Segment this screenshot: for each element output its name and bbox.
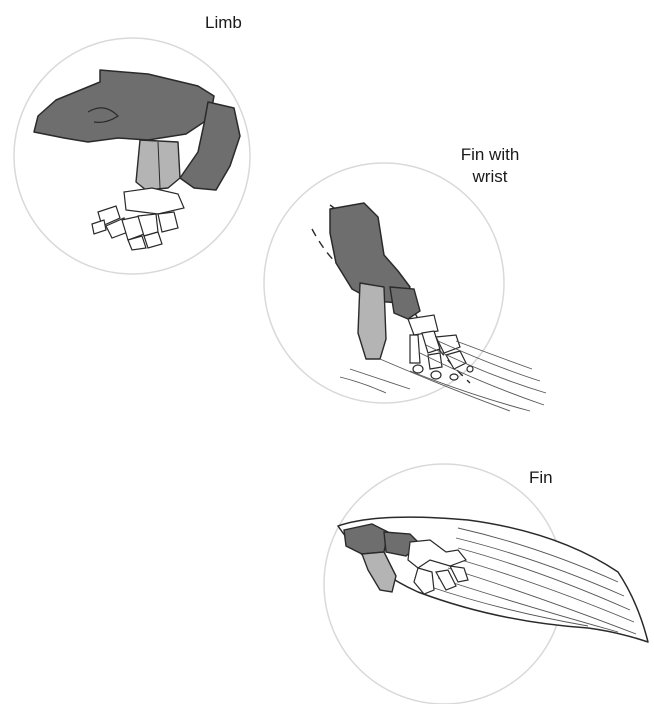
limb-digits: [92, 188, 184, 250]
label-limb: Limb: [205, 12, 242, 34]
wrist-ulna-bone: [390, 287, 420, 319]
wrist-bones: [408, 315, 473, 380]
limb-illustration: [8, 42, 260, 272]
fin-with-wrist-illustration: [260, 163, 556, 413]
wrist-radius-bone: [358, 283, 386, 359]
fin-humerus-bone: [344, 524, 388, 554]
limb-girdle-bone: [34, 70, 214, 142]
fin-illustration: [318, 472, 654, 704]
